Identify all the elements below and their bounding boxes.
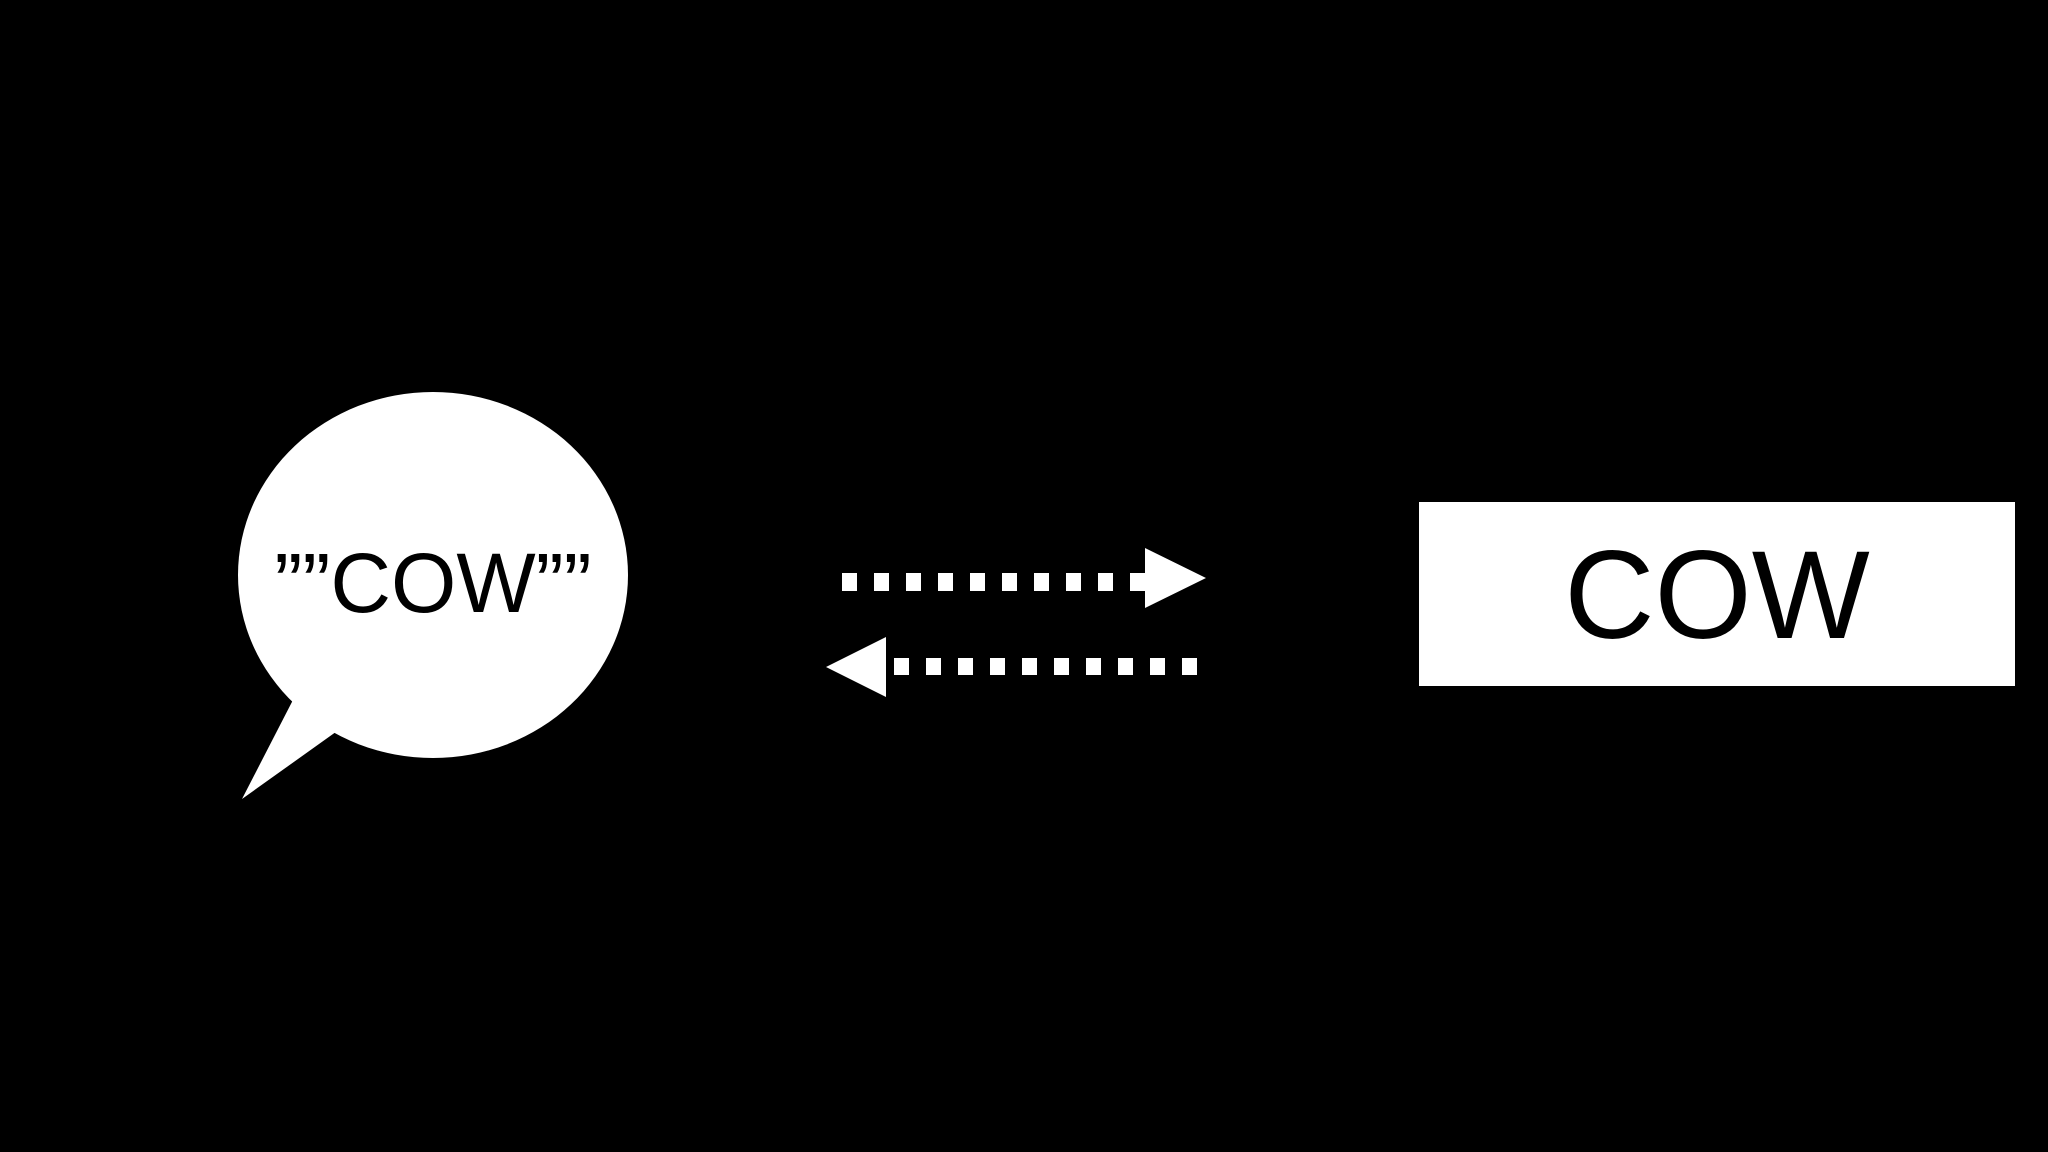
- arrow-head-right: [1145, 548, 1206, 608]
- arrow-dot: [1034, 573, 1049, 591]
- arrow-dot: [1054, 658, 1069, 675]
- speech-bubble-body: [238, 392, 628, 758]
- arrow-dot: [938, 573, 953, 591]
- arrow-dot: [926, 658, 941, 675]
- arrow-dot: [970, 573, 985, 591]
- concept-box-background: [1419, 502, 2015, 686]
- arrow-dot: [1066, 573, 1081, 591]
- arrow-dot: [1130, 573, 1145, 591]
- arrow-dot: [1098, 573, 1113, 591]
- arrow-dot: [1182, 658, 1197, 675]
- arrow-dot: [1022, 658, 1037, 675]
- arrow-dot: [990, 658, 1005, 675]
- speech-bubble: ””COW””: [238, 392, 628, 799]
- arrow-dot: [1086, 658, 1101, 675]
- speech-bubble-tail: [242, 698, 340, 799]
- arrow-to-word: [826, 637, 1197, 697]
- arrow-dot: [842, 573, 857, 591]
- arrow-dot: [958, 658, 973, 675]
- speech-bubble-text: ””COW””: [274, 536, 591, 630]
- arrow-to-concept: [842, 548, 1206, 608]
- arrow-dot: [1150, 658, 1165, 675]
- arrow-dot: [1002, 573, 1017, 591]
- concept-box: COW: [1419, 502, 2015, 686]
- concept-box-text: COW: [1564, 526, 1870, 665]
- arrow-head-left: [826, 637, 886, 697]
- arrow-dot: [906, 573, 921, 591]
- arrow-dot: [1118, 658, 1133, 675]
- arrow-dot: [894, 658, 909, 675]
- arrow-dot: [874, 573, 889, 591]
